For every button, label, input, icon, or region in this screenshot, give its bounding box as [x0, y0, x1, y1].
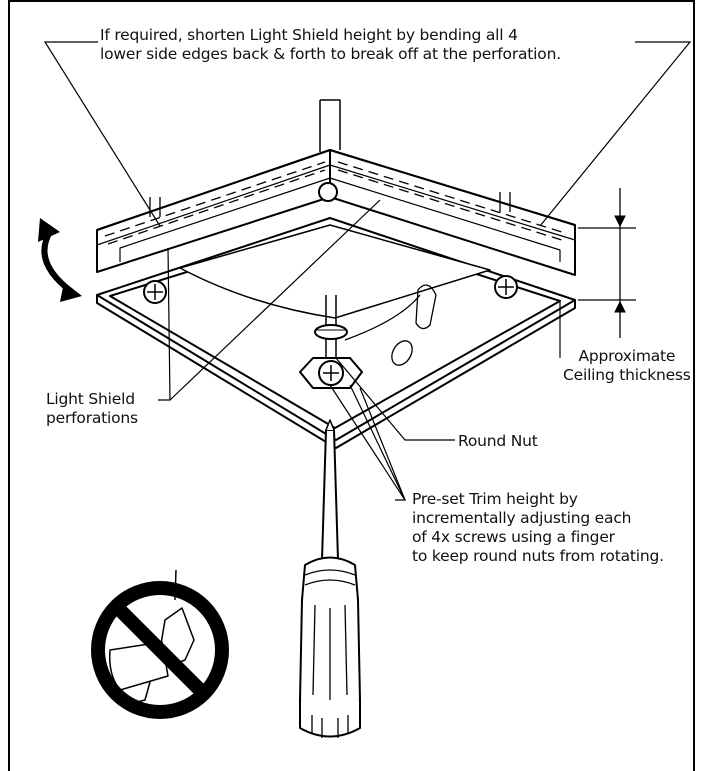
- screwdriver-icon: [299, 419, 361, 738]
- ceiling-thickness-label: Approximate Ceiling thickness: [563, 347, 691, 385]
- preset-note-line-1: Pre-set Trim height by: [412, 490, 578, 508]
- preset-trim-note: Pre-set Trim height by incrementally adj…: [412, 490, 664, 566]
- preset-note-line-3: of 4x screws using a finger: [412, 528, 615, 546]
- shorten-light-shield-note: If required, shorten Light Shield height…: [100, 26, 561, 64]
- ceiling-label-line-1: Approximate: [578, 347, 676, 365]
- round-nut-text: Round Nut: [458, 432, 538, 450]
- round-nut-label: Round Nut: [458, 432, 538, 451]
- preset-note-line-2: incrementally adjusting each: [412, 509, 632, 527]
- no-power-drill-icon: [91, 569, 229, 719]
- perforations-label-line-1: Light Shield: [46, 390, 135, 408]
- light-shield-perforations-label: Light Shield perforations: [46, 390, 138, 428]
- ceiling-thickness-dimension: [578, 188, 636, 338]
- preset-note-line-4: to keep round nuts from rotating.: [412, 547, 664, 565]
- trim-fixture: [96, 99, 576, 449]
- ceiling-label-line-2: Ceiling thickness: [563, 366, 691, 384]
- shorten-note-line-2: lower side edges back & forth to break o…: [100, 45, 561, 63]
- diagram-frame: [8, 0, 695, 771]
- bend-back-forth-arrow-icon: [38, 218, 82, 302]
- perforations-label-line-2: perforations: [46, 409, 138, 427]
- leader-lines: [43, 41, 692, 501]
- shorten-note-line-1: If required, shorten Light Shield height…: [100, 26, 518, 44]
